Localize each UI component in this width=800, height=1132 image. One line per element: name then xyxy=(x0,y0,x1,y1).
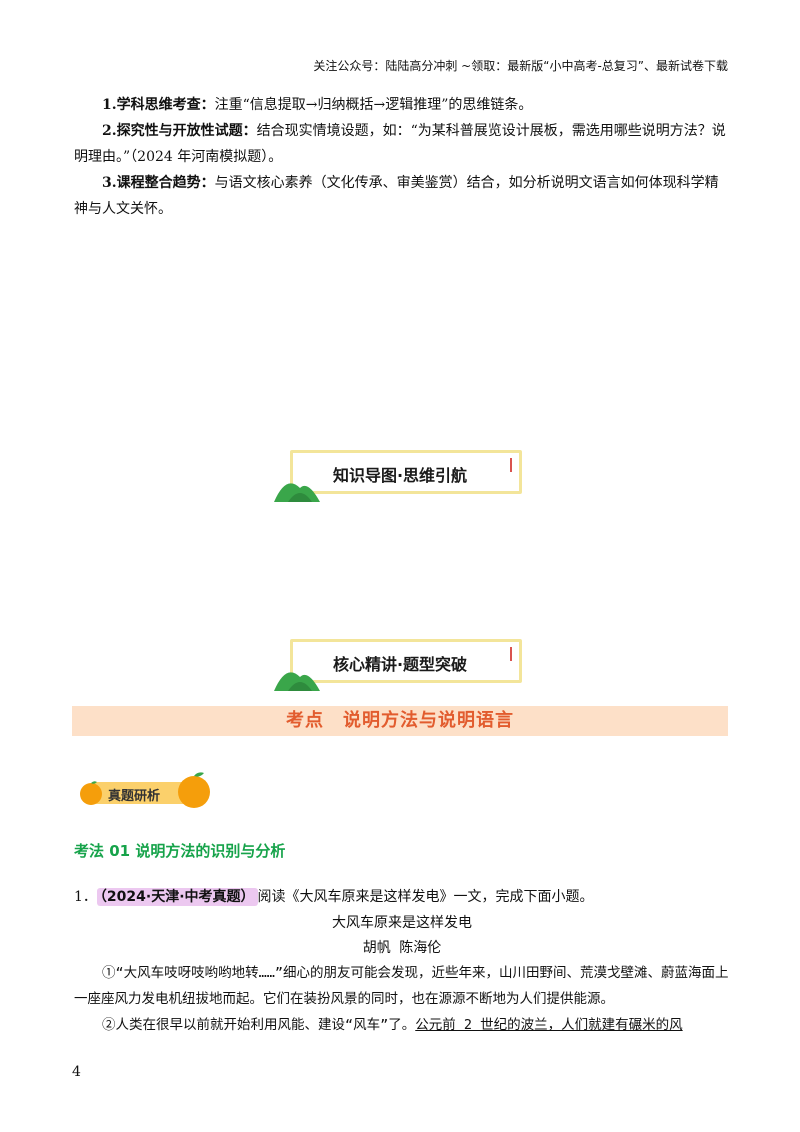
mindmap-banner-label: 知识导图·思维引航 xyxy=(332,466,468,485)
point-1: 1.学科思维考查：注重“信息提取→归纳概括→逻辑推理”的思维链条。 xyxy=(74,92,730,118)
core-banner: 核心精讲·题型突破 xyxy=(274,639,522,691)
banner-frame xyxy=(290,639,522,683)
banner-accent-mark xyxy=(510,458,512,472)
point-1-title: 1.学科思维考查： xyxy=(102,97,215,113)
article-paragraph-2-start: ②人类在很早以前就开始利用风能、建设“风车”了。 xyxy=(102,1017,416,1033)
pill-body xyxy=(86,782,198,804)
question-line: 1．（2024·天津·中考真题）阅读《大风车原来是这样发电》一文，完成下面小题。 xyxy=(74,886,594,906)
pill-label: 真题研析 xyxy=(108,789,161,804)
point-3: 3.课程整合趋势：与语文核心素养（文化传承、审美鉴赏）结合，如分析说明文语言如何… xyxy=(74,170,730,222)
mindmap-banner: 知识导图·思维引航 xyxy=(274,450,522,502)
point-3-text: 与语文核心素养（文化传承、审美鉴赏）结合，如分析说明文语言如何体现科学精神与人文… xyxy=(74,175,719,217)
question-prompt: 阅读《大风车原来是这样发电》一文，完成下面小题。 xyxy=(257,889,594,905)
point-2: 2.探究性与开放性试题：结合现实情境设题，如：“为某科普展览设计展板，需选用哪些… xyxy=(74,118,730,170)
banner-accent-mark xyxy=(510,647,512,661)
article-paragraph-1: ①“大风车吱呀吱哟哟地转……”细心的朋友可能会发现，近些年来，山川田野间、荒漠戈… xyxy=(74,965,729,1007)
orange-icon xyxy=(80,781,102,805)
article-title: 大风车原来是这样发电 xyxy=(332,915,472,931)
article-paragraph-2-underlined: 公元前 2 世纪的波兰，人们就建有碾米的风 xyxy=(415,1017,683,1033)
banner-frame xyxy=(290,450,522,494)
hill-icon xyxy=(274,672,320,691)
article-authors: 胡帆 陈海伦 xyxy=(362,940,442,956)
section-title: 考点 说明方法与说明语言 xyxy=(286,710,514,731)
page-number: 4 xyxy=(72,1064,81,1080)
question-source: （2024·天津·中考真题） xyxy=(96,888,258,906)
section-bar: 考点 说明方法与说明语言 xyxy=(72,706,728,736)
question-number: 1． xyxy=(74,889,97,905)
orange-icon xyxy=(178,772,210,808)
point-1-text: 注重“信息提取→归纳概括→逻辑推理”的思维链条。 xyxy=(214,97,533,113)
point-2-text: 结合现实情境设题，如：“为某科普展览设计展板，需选用哪些说明方法？说明理由。”（… xyxy=(74,123,726,165)
hill-icon xyxy=(274,483,320,502)
article-paragraph-2: ②人类在很早以前就开始利用风能、建设“风车”了。公元前 2 世纪的波兰，人们就建… xyxy=(74,1012,730,1038)
kaofa-title: 考法 01 说明方法的识别与分析 xyxy=(74,842,286,860)
header-note: 关注公众号：陆陆高分冲刺 ~领取：最新版“小中高考-总复习”、最新试卷下载 xyxy=(313,59,728,73)
point-3-title: 3.课程整合趋势： xyxy=(102,175,215,191)
pill-badge: 真题研析 xyxy=(78,772,210,810)
core-banner-label: 核心精讲·题型突破 xyxy=(332,655,468,674)
point-2-title: 2.探究性与开放性试题： xyxy=(102,123,257,139)
